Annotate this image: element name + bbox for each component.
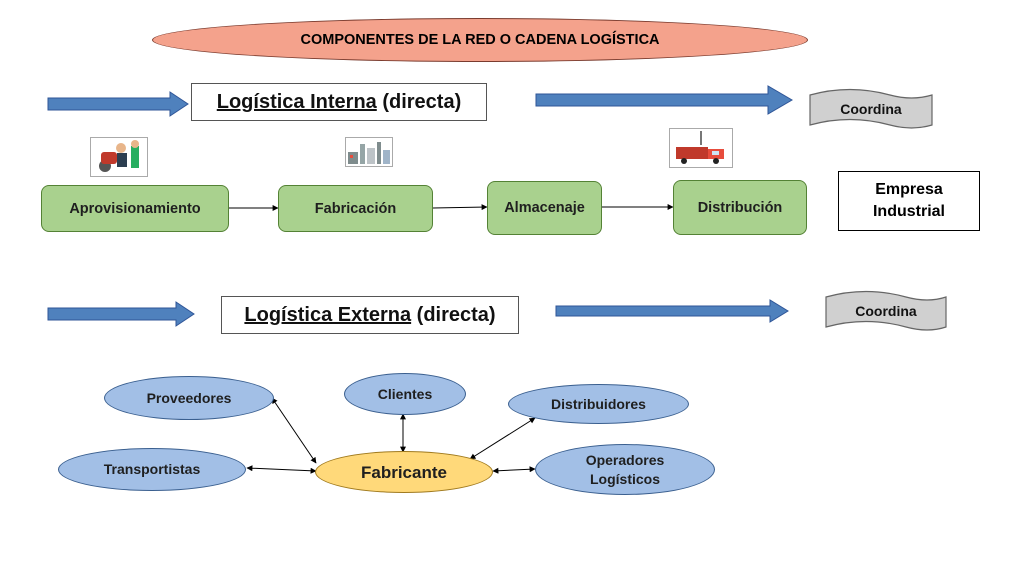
- node-proveedores: Proveedores: [104, 376, 274, 420]
- node-transportistas: Transportistas: [58, 448, 246, 491]
- flow-arrow-2: [432, 204, 488, 211]
- process-fabricacion: Fabricación: [278, 185, 433, 232]
- process-distribucion: Distribución: [673, 180, 807, 235]
- node-clientes: Clientes: [344, 373, 466, 415]
- link-proveedores: [271, 397, 317, 464]
- logistica-interna-suffix: (directa): [376, 90, 462, 113]
- empresa-line1: Empresa: [875, 181, 943, 198]
- delivery-worker-icon: [90, 137, 148, 177]
- node-fabricante: Fabricante: [315, 451, 493, 493]
- link-operadores: [492, 466, 536, 474]
- operadores-line1: Operadores: [585, 451, 665, 468]
- process-almacenaje: Almacenaje: [487, 181, 602, 235]
- operadores-line2: Logísticos: [589, 470, 660, 487]
- coordina-bottom-shape: [825, 290, 947, 331]
- diagram-title: COMPONENTES DE LA RED O CADENA LOGÍSTICA: [152, 18, 808, 62]
- interna-right-arrow: [535, 85, 793, 115]
- link-transportistas: [246, 465, 317, 474]
- coordina-top-shape: [809, 88, 933, 129]
- logistica-interna-label: Logística Interna: [216, 90, 377, 113]
- coordina-bottom-label: Coordina: [855, 303, 917, 319]
- logistica-externa-suffix: (directa): [411, 303, 496, 326]
- logistica-interna-box: Logística Interna (directa): [191, 83, 487, 121]
- process-aprovisionamiento: Aprovisionamiento: [41, 185, 229, 232]
- logistica-externa-box: Logística Externa (directa): [221, 296, 519, 334]
- coordina-top-label: Coordina: [840, 101, 902, 117]
- node-distribuidores: Distribuidores: [508, 384, 689, 424]
- logistica-externa-label: Logística Externa: [244, 303, 412, 326]
- link-distribuidores: [469, 417, 536, 460]
- externa-right-arrow: [555, 299, 789, 323]
- factory-icon: [345, 137, 393, 167]
- externa-left-arrow: [47, 301, 195, 327]
- node-operadores-logisticos: Operadores Logísticos: [535, 444, 715, 495]
- delivery-truck-icon: [669, 128, 733, 168]
- empresa-industrial-box: Empresa Industrial: [838, 171, 980, 231]
- empresa-line2: Industrial: [872, 203, 945, 220]
- interna-left-arrow: [47, 91, 189, 117]
